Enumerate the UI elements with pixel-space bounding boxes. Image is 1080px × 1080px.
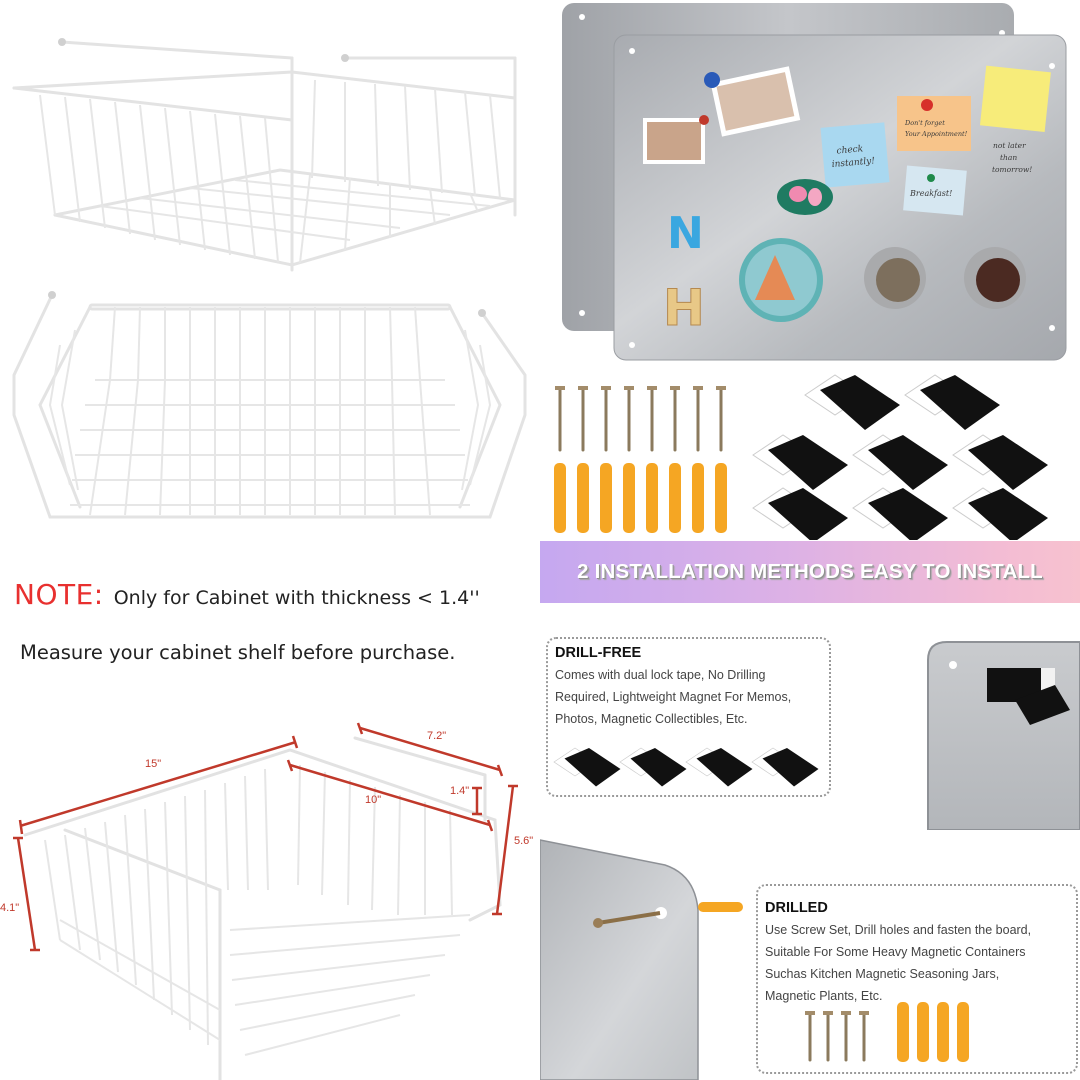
drilled-line: Use Screw Set, Drill holes and fasten th… xyxy=(765,923,1032,937)
svg-text:H: H xyxy=(663,279,705,337)
dimension-diagram: 15" 7.2" 10" 1.4" 5.6" 4.1" xyxy=(0,710,540,1080)
svg-text:not later: not later xyxy=(993,141,1026,150)
hardware-set-image xyxy=(554,374,1048,540)
dimension-arm-length: 7.2" xyxy=(427,730,447,742)
drill-free-line: Photos, Magnetic Collectibles, Etc. xyxy=(555,712,748,726)
svg-text:instantly!: instantly! xyxy=(831,156,875,170)
wire-basket-image-top xyxy=(12,38,517,272)
svg-text:Your Appointment!: Your Appointment! xyxy=(905,130,968,138)
drilled-line: Suitable For Some Heavy Magnetic Contain… xyxy=(765,945,1026,959)
sticky-note-check-text: check xyxy=(836,144,863,156)
dual-lock-tape-icons xyxy=(553,747,819,787)
measure-instruction: Measure your cabinet shelf before purcha… xyxy=(20,641,456,664)
note-text: Only for Cabinet with thickness < 1.4'' xyxy=(113,587,480,609)
letter-magnet-n: N xyxy=(667,208,704,259)
dimension-height-back: 5.6" xyxy=(514,835,534,847)
dimension-gap: 1.4" xyxy=(450,785,470,797)
drilled-title: DRILLED xyxy=(765,900,828,916)
note-label: NOTE: xyxy=(14,578,104,611)
board-with-screw-image xyxy=(540,839,743,1080)
dimension-inner-length: 10" xyxy=(365,794,382,806)
screw-and-anchor-icons xyxy=(805,1002,969,1062)
drilled-line: Magnetic Plants, Etc. xyxy=(765,989,883,1003)
board-with-tape-image xyxy=(927,641,1080,830)
magnetic-boards-image: check instantly! Don't forget Your Appoi… xyxy=(562,3,1067,361)
dimension-height-front: 4.1" xyxy=(0,902,20,914)
drill-free-line: Comes with dual lock tape, No Drilling xyxy=(555,668,766,682)
installation-banner: 2 INSTALLATION METHODS EASY TO INSTALL xyxy=(540,541,1080,603)
drill-free-line: Required, Lightweight Magnet For Memos, xyxy=(555,690,792,704)
note-line: NOTE: Only for Cabinet with thickness < … xyxy=(14,578,480,611)
drill-free-title: DRILL-FREE xyxy=(555,645,642,661)
svg-text:than: than xyxy=(1000,153,1017,162)
banner-title: 2 INSTALLATION METHODS EASY TO INSTALL xyxy=(577,560,1043,583)
svg-text:Breakfast!: Breakfast! xyxy=(909,189,952,198)
dimension-length: 15" xyxy=(145,758,162,770)
wire-basket-image-bottom xyxy=(12,291,527,519)
svg-text:tomorrow!: tomorrow! xyxy=(992,165,1032,174)
svg-text:Don't forget: Don't forget xyxy=(904,119,945,127)
drilled-line: Suchas Kitchen Magnetic Seasoning Jars, xyxy=(765,967,1000,981)
